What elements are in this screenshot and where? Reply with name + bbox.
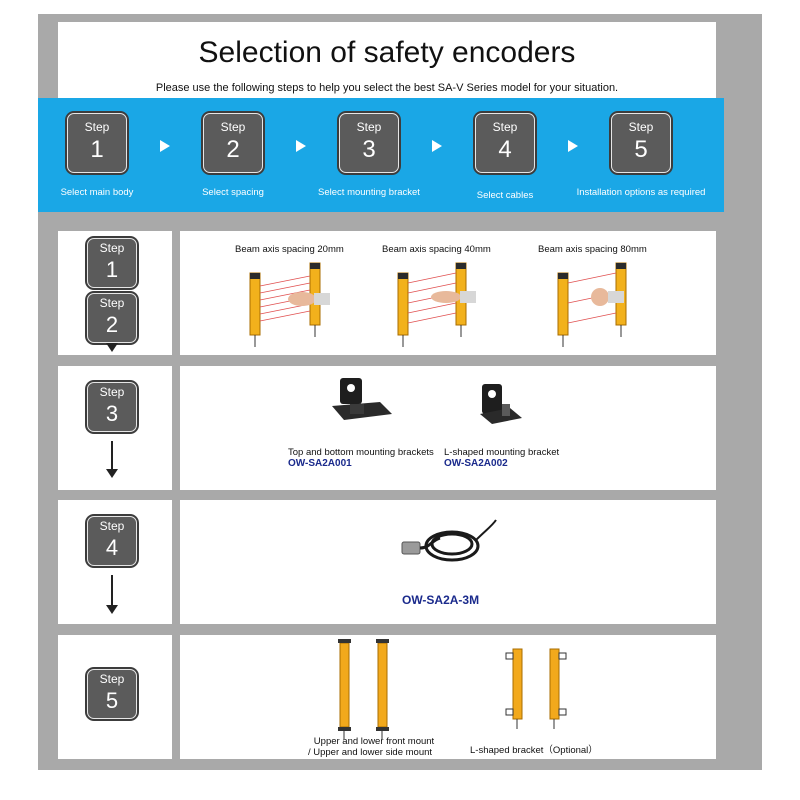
step-3-box: Step 3: [339, 113, 399, 173]
light-curtain-80mm-image: [557, 262, 627, 347]
top-bottom-bracket-image: [332, 378, 392, 420]
step-2-box: Step 2: [203, 113, 263, 173]
arrow-down-line: [111, 441, 113, 471]
top-bottom-bracket-caption: Top and bottom mounting brackets: [288, 447, 434, 458]
front-side-mount-caption-2: / Upper and lower side mount: [307, 747, 433, 758]
row-4-steps: Step 5: [58, 635, 172, 759]
row-3-content: OW-SA2A-3M: [180, 500, 716, 624]
arrow-down-icon: [106, 343, 118, 352]
step-3-caption: Select mounting bracket: [318, 187, 420, 198]
page-title: Selection of safety encoders: [198, 36, 576, 69]
l-shaped-mount-caption: L-shaped bracket（Optional）: [470, 745, 598, 756]
spacing-80-caption: Beam axis spacing 80mm: [538, 244, 647, 255]
bracket-images: [332, 378, 522, 424]
page-subtitle: Please use the following steps to help y…: [155, 82, 619, 94]
row-1-content: Beam axis spacing 20mm Beam axis spacing…: [180, 231, 716, 355]
light-curtain-images: [249, 262, 627, 347]
step-4-caption: Select cables: [476, 190, 534, 201]
step-5-box: Step 5: [611, 113, 671, 173]
arrow-down-line: [111, 575, 113, 607]
step-2-caption: Select spacing: [202, 187, 264, 198]
row-1-step-1: Step 1: [87, 238, 137, 288]
cable-code: OW-SA2A-3M: [402, 593, 480, 607]
arrow-right-icon: [568, 140, 578, 152]
cable-image: [401, 519, 497, 562]
row-1-steps: Step 1 Step 2: [58, 231, 172, 355]
header: Selection of safety encoders Please use …: [58, 22, 716, 102]
top-bottom-bracket-code: OW-SA2A001: [288, 458, 352, 469]
row-4-content: Upper and lower front mount / Upper and …: [180, 635, 716, 759]
arrow-down-icon: [106, 469, 118, 478]
spacing-40-caption: Beam axis spacing 40mm: [382, 244, 491, 255]
row-1-step-2: Step 2: [87, 293, 137, 343]
arrow-down-icon: [106, 605, 118, 614]
light-curtain-40mm-image: [397, 262, 476, 347]
step-1-box: Step 1: [67, 113, 127, 173]
l-shaped-bracket-mount-image: [505, 648, 567, 729]
row-2-content: Top and bottom mounting brackets OW-SA2A…: [180, 366, 716, 490]
l-shaped-bracket-caption: L-shaped mounting bracket: [444, 447, 560, 458]
row-2-steps: Step 3: [58, 366, 172, 490]
arrow-right-icon: [432, 140, 442, 152]
l-shaped-bracket-image: [480, 384, 522, 424]
row-3-step-4: Step 4: [87, 516, 137, 566]
arrow-right-icon: [160, 140, 170, 152]
front-side-mount-image: [338, 639, 389, 739]
light-curtain-20mm-image: [249, 262, 330, 347]
step-4-box: Step 4: [475, 113, 535, 173]
arrow-right-icon: [296, 140, 306, 152]
row-3-steps: Step 4: [58, 500, 172, 624]
step-5-caption: Installation options as required: [576, 187, 706, 198]
row-4-step-5: Step 5: [87, 669, 137, 719]
row-2-step-3: Step 3: [87, 382, 137, 432]
step-1-caption: Select main body: [60, 187, 134, 198]
spacing-20-caption: Beam axis spacing 20mm: [235, 244, 344, 255]
front-side-mount-caption-1: Upper and lower front mount: [313, 736, 435, 747]
l-shaped-bracket-code: OW-SA2A002: [444, 458, 508, 469]
installation-images: [338, 639, 567, 739]
steps-band: Step 1 Select main body Step 2 Select sp…: [38, 98, 724, 212]
